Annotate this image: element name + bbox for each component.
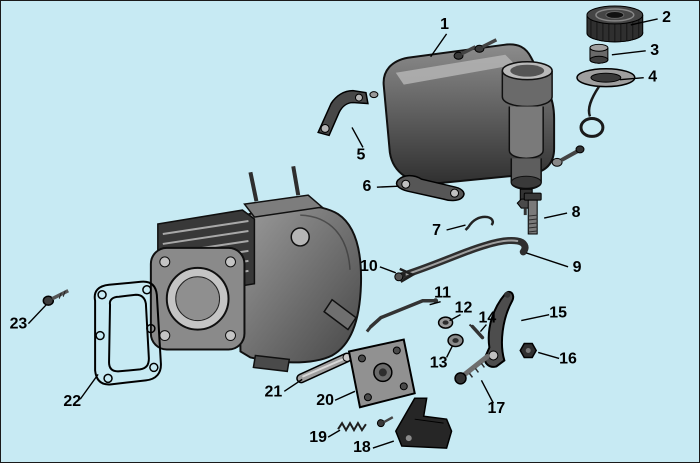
leader-line: [327, 429, 341, 438]
callout-10[interactable]: 10: [360, 258, 378, 275]
callout-5[interactable]: 5: [357, 146, 366, 163]
callout-22[interactable]: 22: [63, 393, 81, 410]
callout-7[interactable]: 7: [432, 222, 441, 239]
leader-line: [611, 50, 646, 56]
part-bolt: [523, 192, 542, 235]
callout-21[interactable]: 21: [264, 383, 282, 400]
part-governor-link-rod: [365, 298, 439, 333]
leader-line: [479, 324, 487, 333]
leader-line: [27, 304, 47, 325]
stud-bolt: [291, 165, 301, 196]
oil-fill-plug: [290, 227, 310, 247]
part-cap-seal: [576, 67, 636, 138]
leader-line: [521, 313, 550, 322]
callout-19[interactable]: 19: [309, 429, 327, 446]
callout-2[interactable]: 2: [662, 9, 671, 26]
part-mounting-bracket: [376, 397, 453, 449]
part-flange-bolt: [42, 289, 70, 306]
part-clamp-bolt: [454, 353, 490, 385]
part-governor-plate: [347, 338, 416, 409]
part-dowel-pin: [296, 352, 352, 384]
callout-17[interactable]: 17: [488, 400, 506, 417]
leader-line: [446, 224, 466, 231]
callout-9[interactable]: 9: [573, 259, 582, 276]
part-washer-2: [447, 333, 464, 348]
leader-line: [526, 252, 569, 268]
lower-boss: [252, 354, 291, 373]
stud-bolt: [248, 171, 259, 202]
part-fuel-line-clip: [464, 215, 494, 231]
callouts: 1 2 3 4 5 6 7 8 9 10 11 12 13 14 15 16 1…: [10, 9, 672, 456]
callout-15[interactable]: 15: [549, 305, 567, 322]
callout-18[interactable]: 18: [353, 439, 371, 456]
tank-screws: [453, 38, 585, 167]
part-governor-arm: [484, 290, 515, 368]
callout-3[interactable]: 3: [650, 42, 659, 59]
part-cylinder-gasket: [93, 280, 162, 386]
part-pipe-clip: [399, 267, 416, 283]
callout-8[interactable]: 8: [572, 204, 581, 221]
part-fuel-pipe: [394, 237, 529, 282]
callout-13[interactable]: 13: [430, 354, 448, 371]
leader-line: [619, 76, 644, 81]
callout-1[interactable]: 1: [440, 16, 449, 33]
leader-line: [334, 390, 356, 401]
callout-20[interactable]: 20: [316, 392, 334, 409]
part-fuel-cap: [586, 5, 644, 43]
part-hex-nut: [519, 342, 538, 359]
part-cap-grommet: [589, 43, 609, 64]
leader-line: [445, 345, 454, 358]
part-washer: [437, 316, 454, 329]
part-tank-bracket: [317, 89, 379, 137]
callout-6[interactable]: 6: [362, 178, 371, 195]
leader-line: [379, 266, 397, 274]
leader-line: [283, 378, 303, 392]
cylinder-flange: [149, 246, 246, 351]
tank-top-highlight: [395, 54, 516, 85]
part-cotter-pin: [468, 323, 485, 340]
callout-16[interactable]: 16: [559, 350, 577, 367]
leader-line: [630, 18, 658, 26]
leader-line: [537, 351, 560, 360]
callout-4[interactable]: 4: [648, 69, 657, 86]
leader-line: [351, 127, 364, 148]
tank-filler-neck: [501, 60, 553, 190]
leader-line: [79, 373, 99, 400]
governor-shaft-boss: [323, 298, 357, 331]
leader-lines: [27, 18, 658, 449]
leader-line: [430, 33, 448, 58]
callout-23[interactable]: 23: [10, 316, 28, 333]
part-engine-block: [149, 165, 363, 373]
carb-flange: [243, 194, 324, 218]
leader-line: [429, 301, 441, 306]
part-fuel-tank: [382, 38, 585, 216]
part-support-bracket: [395, 174, 465, 202]
leader-line: [372, 440, 395, 449]
pull-ring: [579, 116, 605, 138]
leader-line: [480, 380, 494, 404]
callout-12[interactable]: 12: [455, 300, 473, 317]
part-spring: [337, 421, 367, 433]
callout-11[interactable]: 11: [434, 285, 451, 302]
leader-line: [544, 212, 568, 219]
leader-line: [376, 185, 399, 188]
leader-line: [449, 314, 461, 322]
callout-14[interactable]: 14: [479, 310, 497, 327]
